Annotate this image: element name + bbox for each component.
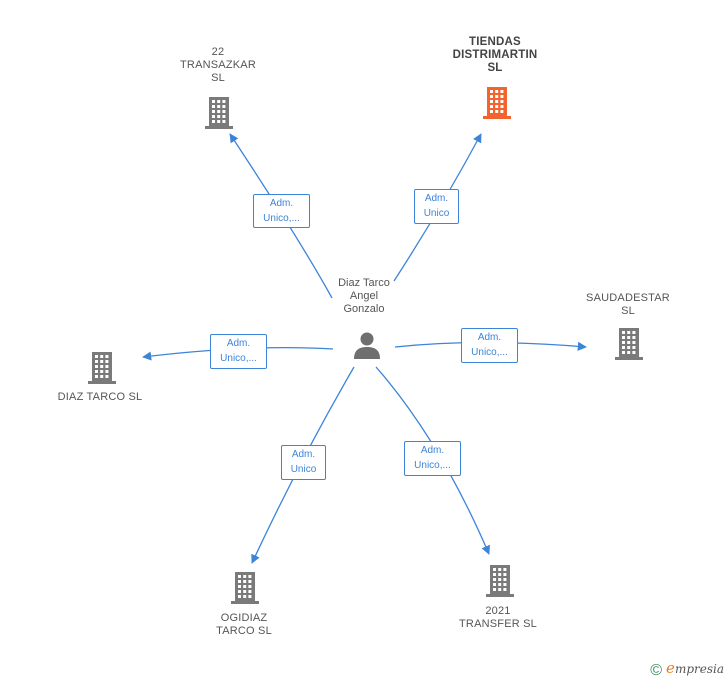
company-line: SL: [211, 72, 225, 84]
role-line: Adm.: [424, 193, 449, 204]
company-line: TRANSAZKAR: [180, 59, 256, 71]
role-line: Unico,...: [471, 347, 508, 358]
company-line: TIENDAS: [469, 36, 521, 48]
role-label-saudadestar[interactable]: Adm. Unico,...: [461, 328, 518, 363]
company-label-transazkar[interactable]: 22 TRANSAZKAR SL: [158, 46, 278, 85]
role-line: Adm.: [477, 332, 502, 343]
company-label-transfer[interactable]: 2021 TRANSFER SL: [438, 605, 558, 631]
building-icon[interactable]: [204, 96, 234, 130]
role-label-diaz-tarco[interactable]: Adm. Unico,...: [210, 334, 267, 369]
company-line: DISTRIMARTIN: [452, 49, 538, 61]
role-line: Unico: [290, 464, 317, 475]
building-icon[interactable]: [485, 564, 515, 598]
building-icon[interactable]: [87, 351, 117, 385]
center-name-line-2: Angel: [349, 290, 379, 302]
brand-name: mpresia: [674, 662, 724, 676]
center-name-line-3: Gonzalo: [343, 303, 385, 315]
role-label-transazkar[interactable]: Adm. Unico,...: [253, 194, 310, 228]
role-label-ogidiaz[interactable]: Adm. Unico: [281, 445, 326, 480]
center-name-line-1: Diaz Tarco: [338, 277, 390, 289]
company-line: 22: [211, 46, 225, 58]
company-line: DIAZ TARCO SL: [57, 391, 143, 403]
brand-watermark: ©empresia: [650, 659, 724, 680]
role-label-transfer[interactable]: Adm. Unico,...: [404, 441, 461, 476]
role-line: Unico: [423, 208, 450, 219]
company-label-distrimartin[interactable]: TIENDAS DISTRIMARTIN SL: [430, 36, 560, 75]
role-line: Adm.: [226, 338, 251, 349]
role-line: Adm.: [291, 449, 316, 460]
copyright-icon: ©: [650, 662, 663, 679]
company-line: SL: [621, 305, 635, 317]
company-line: 2021: [485, 605, 511, 617]
center-person-label[interactable]: Diaz Tarco Angel Gonzalo: [318, 277, 410, 316]
role-line: Adm.: [420, 445, 445, 456]
company-line: SL: [487, 62, 503, 74]
person-icon[interactable]: [352, 330, 382, 360]
role-line: Unico,...: [220, 353, 257, 364]
role-line: Unico,...: [414, 460, 451, 471]
building-icon[interactable]: [614, 327, 644, 361]
company-label-ogidiaz[interactable]: OGIDIAZ TARCO SL: [184, 612, 304, 638]
role-line: Unico,...: [263, 213, 300, 224]
role-label-distrimartin[interactable]: Adm. Unico: [414, 189, 459, 224]
building-icon[interactable]: [230, 571, 260, 605]
building-icon-highlight[interactable]: [482, 86, 512, 120]
edge-transazkar: [229, 133, 333, 299]
company-line: SAUDADESTAR: [586, 292, 670, 304]
role-line: Adm.: [269, 198, 294, 209]
company-line: TRANSFER SL: [459, 618, 537, 630]
company-line: OGIDIAZ: [220, 612, 268, 624]
brand-e: e: [666, 659, 675, 677]
company-label-diaz-tarco[interactable]: DIAZ TARCO SL: [40, 391, 160, 404]
company-line: TARCO SL: [216, 625, 272, 637]
company-label-saudadestar[interactable]: SAUDADESTAR SL: [568, 292, 688, 318]
